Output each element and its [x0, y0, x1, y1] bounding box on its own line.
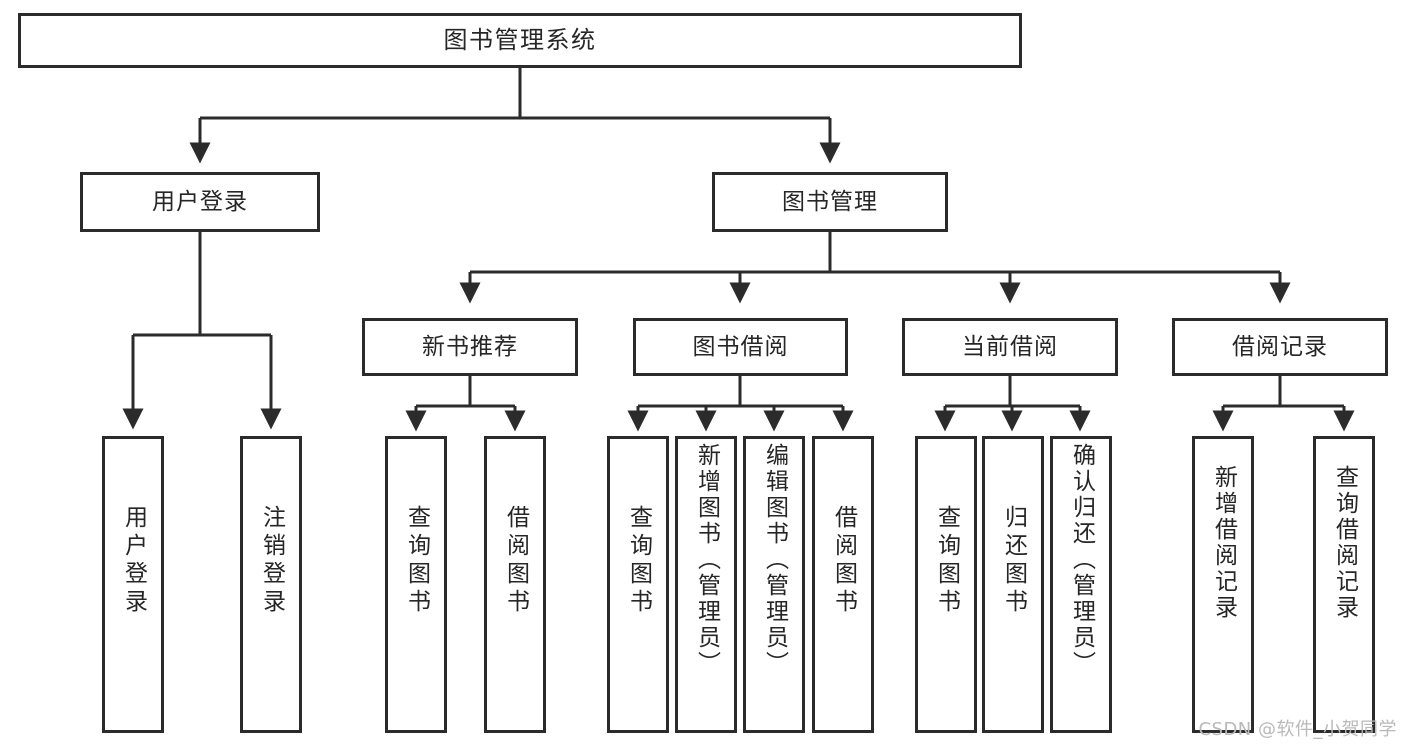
node-label: 确认归还（管理员） [1068, 443, 1095, 677]
node-leaf-query-book-3[interactable]: 查询图书 [915, 436, 977, 733]
node-label: 查询图书 [625, 505, 652, 617]
node-leaf-borrow-book-2[interactable]: 借阅图书 [812, 436, 874, 733]
node-label: 借阅图书 [830, 505, 857, 617]
node-user-login[interactable]: 用户登录 [80, 172, 320, 232]
node-leaf-return-book[interactable]: 归还图书 [982, 436, 1044, 733]
node-leaf-user-login[interactable]: 用户登录 [102, 436, 164, 733]
node-leaf-query-book-2[interactable]: 查询图书 [607, 436, 669, 733]
node-label: 新增图书（管理员） [693, 443, 720, 677]
node-label: 编辑图书（管理员） [761, 443, 788, 677]
node-label: 图书管理系统 [443, 25, 597, 54]
node-label: 注销登录 [258, 505, 285, 617]
node-label: 新增借阅记录 [1210, 465, 1237, 621]
node-label: 用户登录 [120, 505, 147, 617]
node-label: 图书管理 [782, 188, 878, 215]
node-root-system[interactable]: 图书管理系统 [18, 13, 1022, 68]
node-label: 借阅图书 [502, 505, 529, 617]
node-book-manage[interactable]: 图书管理 [712, 172, 948, 232]
node-leaf-confirm-return[interactable]: 确认归还（管理员） [1050, 436, 1112, 733]
node-borrow-record[interactable]: 借阅记录 [1172, 318, 1388, 376]
node-new-book-recommend[interactable]: 新书推荐 [362, 318, 578, 376]
node-label: 查询图书 [403, 505, 430, 617]
node-leaf-logout[interactable]: 注销登录 [240, 436, 302, 733]
node-leaf-edit-book[interactable]: 编辑图书（管理员） [743, 436, 805, 733]
node-label: 查询借阅记录 [1331, 465, 1358, 621]
watermark-text: CSDN @软件_小贺同学 [1198, 719, 1397, 740]
node-label: 当前借阅 [962, 333, 1058, 360]
node-leaf-add-book[interactable]: 新增图书（管理员） [675, 436, 737, 733]
node-leaf-add-record[interactable]: 新增借阅记录 [1192, 436, 1254, 733]
node-label: 图书借阅 [692, 333, 789, 360]
node-leaf-query-book-1[interactable]: 查询图书 [385, 436, 447, 733]
node-current-borrow[interactable]: 当前借阅 [902, 318, 1118, 376]
node-leaf-borrow-book-1[interactable]: 借阅图书 [484, 436, 546, 733]
node-label: 用户登录 [152, 188, 248, 215]
node-label: 新书推荐 [422, 333, 518, 360]
node-leaf-query-record[interactable]: 查询借阅记录 [1313, 436, 1375, 733]
node-label: 查询图书 [933, 505, 960, 617]
node-book-borrow[interactable]: 图书借阅 [633, 318, 848, 376]
node-label: 归还图书 [1000, 505, 1027, 617]
node-label: 借阅记录 [1232, 333, 1328, 360]
